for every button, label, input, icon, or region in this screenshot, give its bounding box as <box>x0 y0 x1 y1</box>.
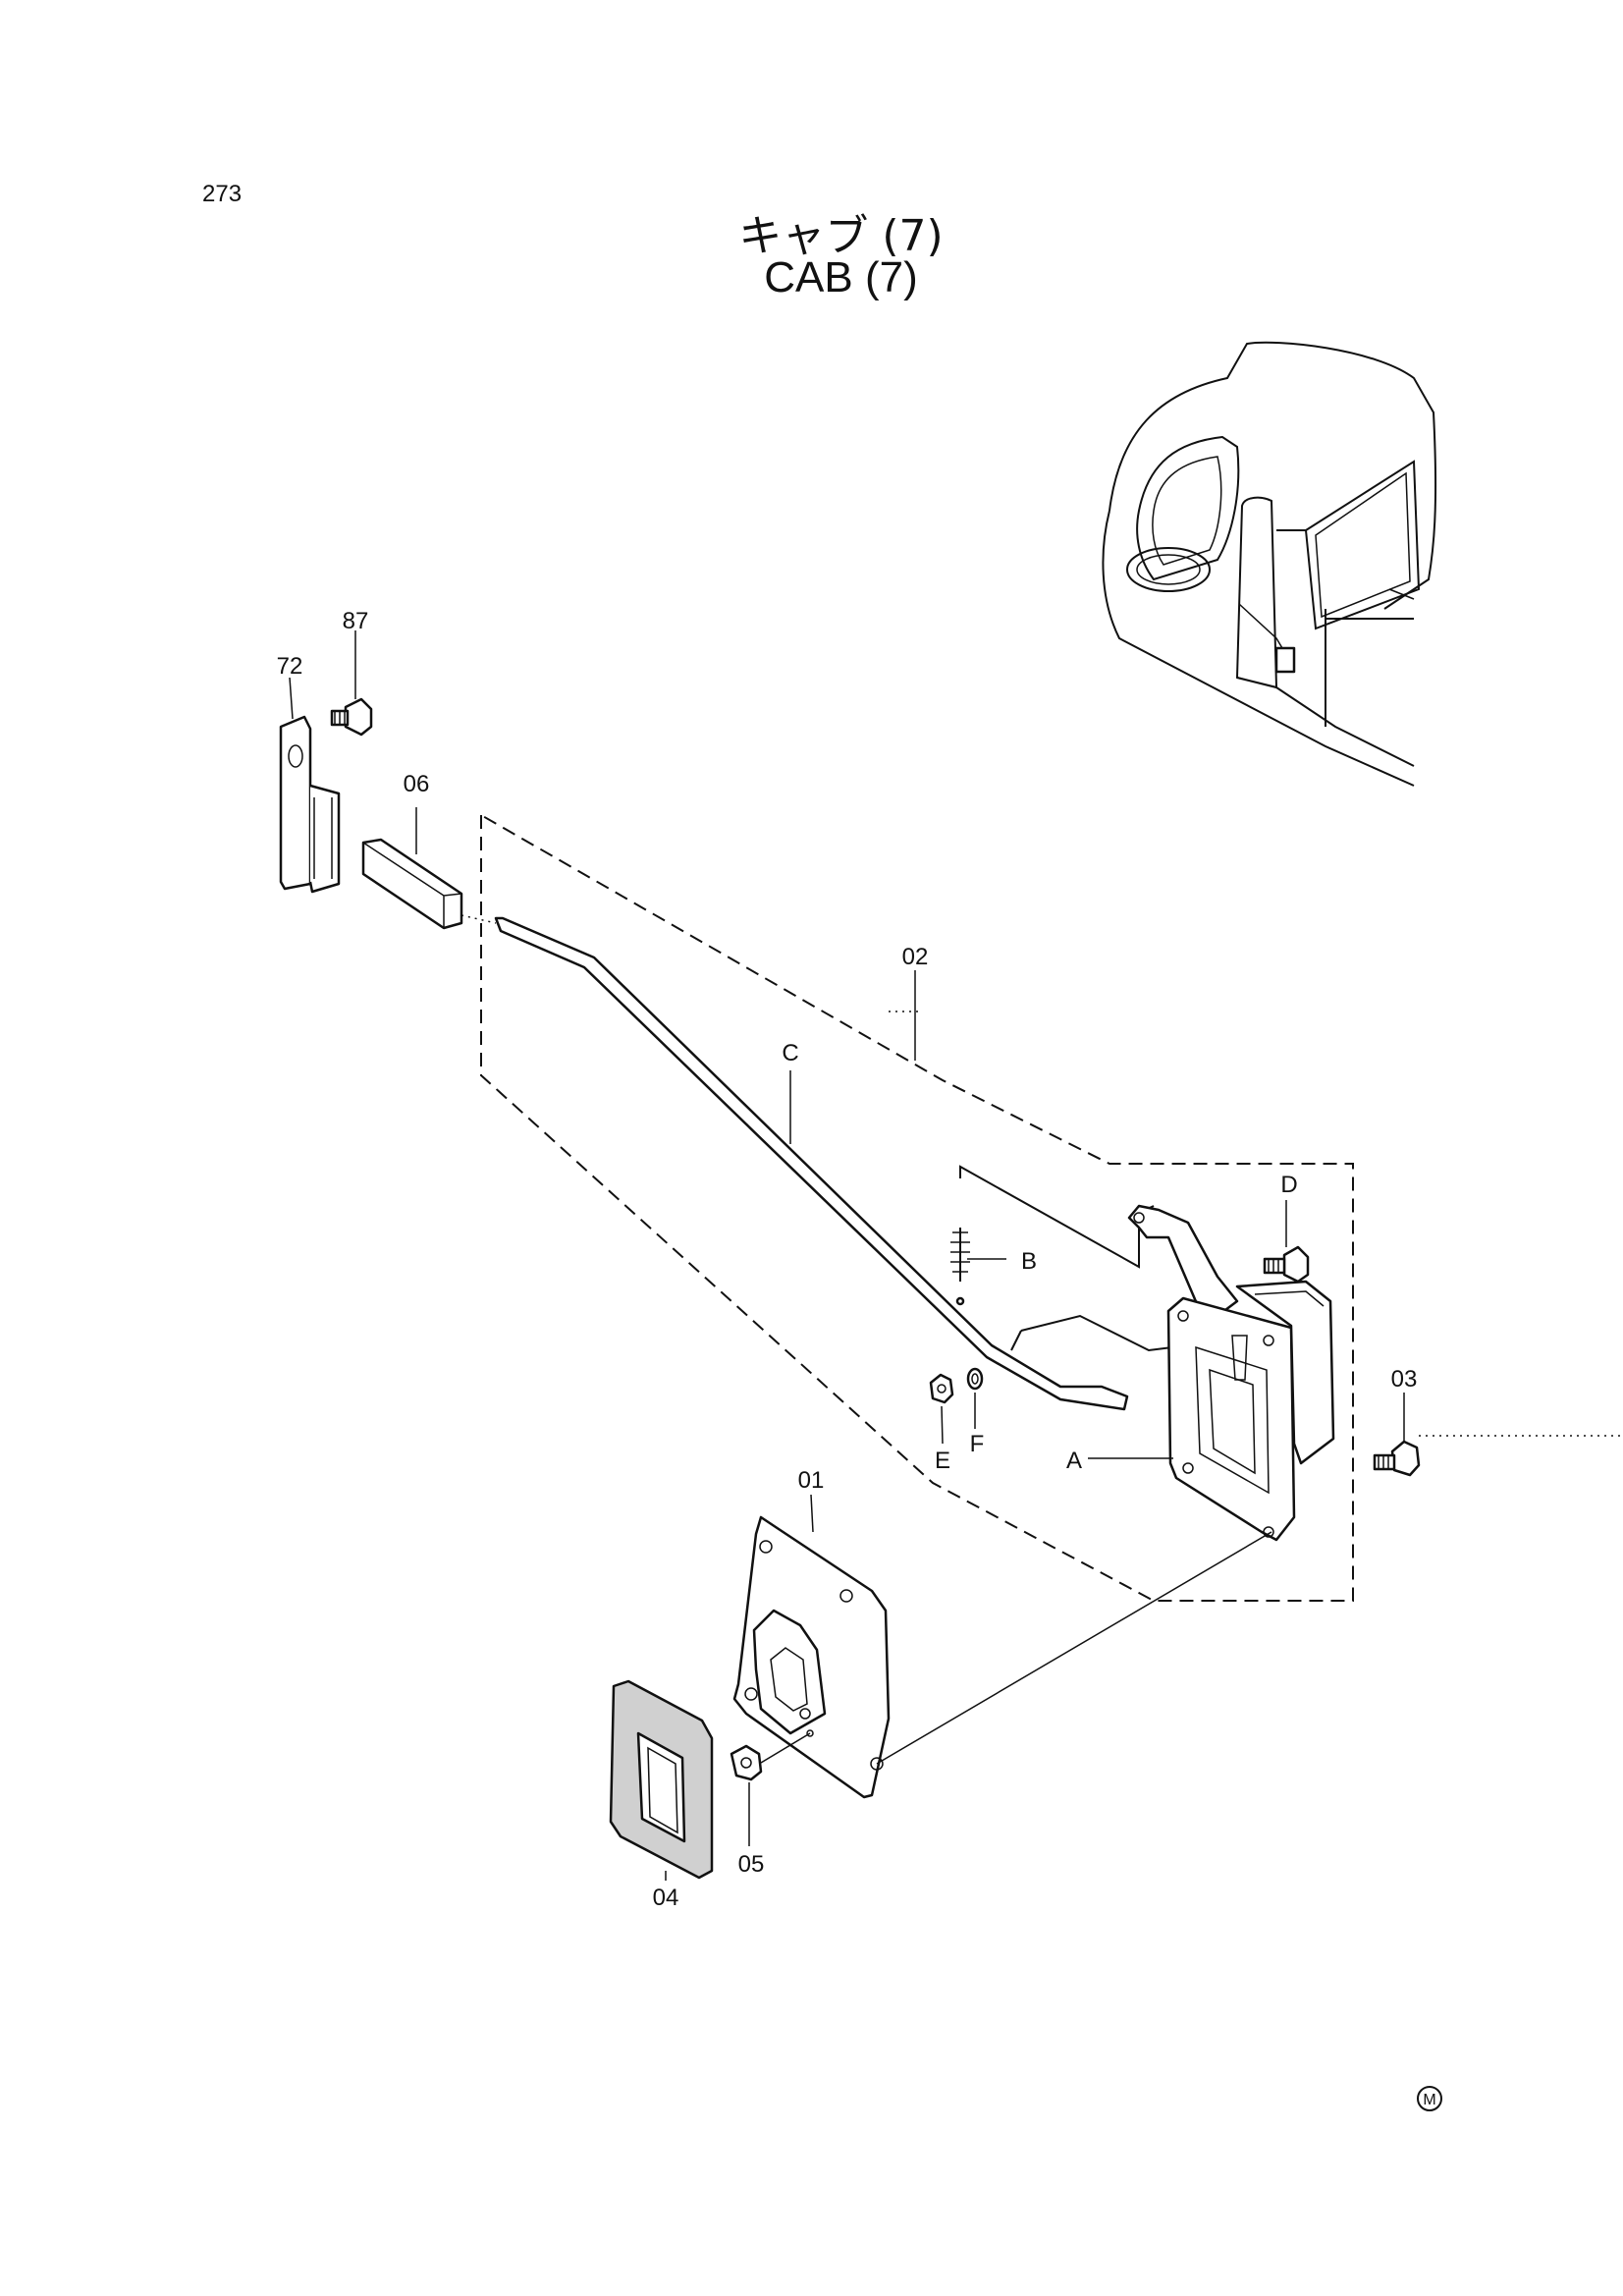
bolt-03 <box>1373 1435 1623 1477</box>
callout-87: 87 <box>343 608 369 634</box>
bezel-04 <box>609 1679 714 1880</box>
install-line-05-01 <box>760 1732 811 1764</box>
washer-f <box>966 1367 984 1391</box>
callout-06: 06 <box>404 771 430 797</box>
callout-d: D <box>1280 1172 1297 1198</box>
callout-b: B <box>1021 1248 1037 1275</box>
circled-m-mark: M <box>1417 2086 1442 2111</box>
bolt-87 <box>330 697 373 737</box>
title-japanese: キャブ (7) <box>738 211 944 261</box>
callout-03: 03 <box>1391 1366 1418 1393</box>
callout-c: C <box>782 1040 798 1066</box>
bracket-72 <box>279 715 341 894</box>
nut-e <box>929 1373 954 1404</box>
callout-a: A <box>1066 1448 1082 1474</box>
handle-housing-a <box>1166 1280 1335 1542</box>
title-english: CAB (7) <box>764 253 918 301</box>
cab-overview-illustration <box>1102 341 1437 787</box>
install-line-01-a <box>876 1531 1272 1765</box>
page-number: 273 <box>202 181 243 207</box>
svg-text:M: M <box>1423 2092 1435 2108</box>
callout-01: 01 <box>798 1467 825 1494</box>
lever-bracket <box>1127 1204 1239 1318</box>
link-wire <box>959 1165 1155 1269</box>
callout-f: F <box>970 1431 985 1457</box>
bolt-d <box>1263 1245 1310 1284</box>
assembly-outline-02 <box>480 814 1354 1602</box>
spring-b <box>950 1228 970 1282</box>
callout-05: 05 <box>738 1851 765 1878</box>
tube-06 <box>361 838 463 930</box>
callout-02: 02 <box>902 944 929 970</box>
callout-04: 04 <box>653 1885 679 1911</box>
plate-01 <box>732 1515 891 1799</box>
rod-c <box>460 914 1129 1411</box>
callout-72: 72 <box>277 653 303 680</box>
nut-05 <box>730 1744 763 1781</box>
callout-e: E <box>935 1448 950 1474</box>
